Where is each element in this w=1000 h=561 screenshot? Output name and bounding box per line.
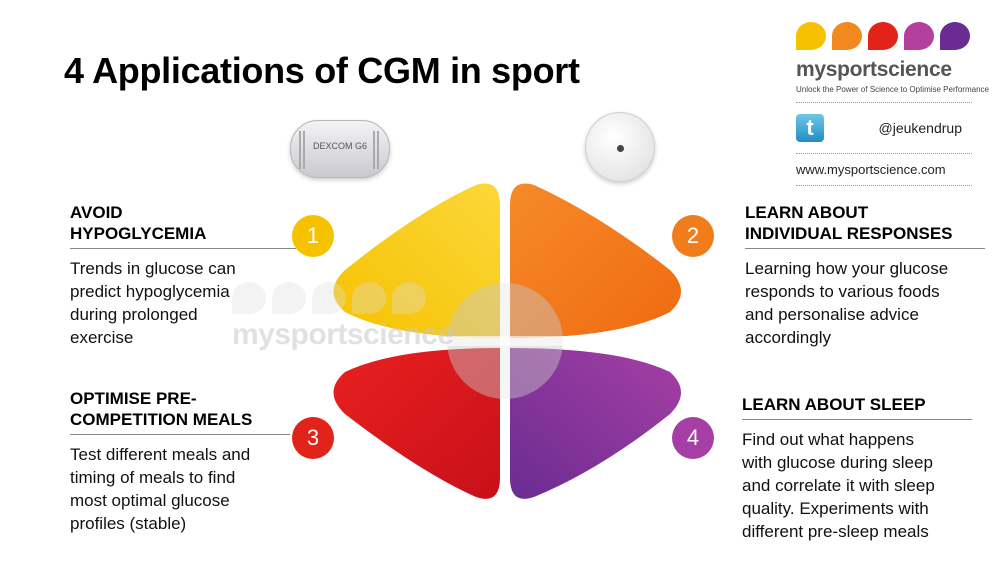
divider (796, 102, 972, 103)
section-individual-responses: LEARN ABOUT INDIVIDUAL RESPONSES Learnin… (745, 202, 985, 349)
petal-red (333, 348, 500, 499)
number-badge-4: 4 (672, 417, 714, 459)
section-body: Learning how your glucose responds to va… (745, 257, 985, 349)
divider (796, 185, 972, 186)
heading-line: COMPETITION MEALS (70, 410, 253, 429)
logo-drop-icon (868, 22, 898, 50)
section-rule (70, 248, 296, 249)
logo-drop-icon (940, 22, 970, 50)
watermark-text: mysportscience (232, 318, 454, 351)
website-link[interactable]: www.mysportscience.com (796, 162, 946, 177)
twitter-handle[interactable]: @jeukendrup (878, 120, 963, 136)
page-title: 4 Applications of CGM in sport (64, 50, 580, 91)
logo-drop-icon (832, 22, 862, 50)
body-line: most optimal glucose (70, 491, 230, 510)
body-line: Learning how your glucose (745, 259, 949, 278)
body-line: quality. Experiments with (742, 499, 929, 518)
petal-purple (510, 348, 681, 499)
body-line: with glucose during sleep (742, 453, 933, 472)
body-line: timing of meals to find (70, 468, 236, 487)
dexcom-label: DEXCOM G6 (313, 141, 368, 151)
watermark-drop-icon (392, 282, 426, 314)
section-heading: LEARN ABOUT INDIVIDUAL RESPONSES (745, 202, 985, 244)
heading-line: LEARN ABOUT (745, 203, 869, 222)
body-line: Trends in glucose can (70, 259, 236, 278)
section-heading: OPTIMISE PRE- COMPETITION MEALS (70, 388, 290, 430)
section-body: Test different meals and timing of meals… (70, 443, 290, 535)
body-line: predict hypoglycemia (70, 282, 230, 301)
body-line: different pre-sleep meals (742, 522, 929, 541)
petal-yellow (333, 183, 500, 338)
dexcom-sensor-image: DEXCOM G6 (290, 120, 390, 178)
brand-name: mysportscience (796, 58, 952, 81)
body-line: responds to various foods (745, 282, 940, 301)
petal-orange (510, 183, 681, 338)
twitter-row[interactable]: t @jeukendrup (796, 111, 972, 145)
watermark-drop-icon (312, 282, 346, 314)
watermark-drops (232, 282, 426, 314)
heading-line: OPTIMISE PRE- (70, 389, 197, 408)
sensor-grip (373, 131, 381, 169)
body-line: and correlate it with sleep (742, 476, 935, 495)
number-badge-3: 3 (292, 417, 334, 459)
sensor-grip (299, 131, 307, 169)
watermark-drop-icon (352, 282, 386, 314)
section-body: Trends in glucose can predict hypoglycem… (70, 257, 296, 349)
section-rule (70, 434, 290, 435)
section-heading: AVOID HYPOGLYCEMIA (70, 202, 296, 244)
section-rule (742, 419, 972, 420)
watermark-drop-icon (272, 282, 306, 314)
body-line: Find out what happens (742, 430, 915, 449)
section-heading: LEARN ABOUT SLEEP (742, 394, 972, 415)
libre-sensor-dot (617, 145, 624, 152)
divider (796, 153, 972, 154)
libre-sensor-image (585, 112, 655, 182)
section-avoid-hypoglycemia: AVOID HYPOGLYCEMIA Trends in glucose can… (70, 202, 296, 349)
section-body: Find out what happens with glucose durin… (742, 428, 972, 543)
brand-tagline: Unlock the Power of Science to Optimise … (796, 85, 989, 94)
number-badge-2: 2 (672, 215, 714, 257)
body-line: during prolonged (70, 305, 198, 324)
section-rule (745, 248, 985, 249)
body-line: exercise (70, 328, 134, 347)
heading-line: LEARN ABOUT SLEEP (742, 395, 926, 414)
brand-logo-drops (796, 22, 972, 50)
number-badge-1: 1 (292, 215, 334, 257)
section-pre-competition-meals: OPTIMISE PRE- COMPETITION MEALS Test dif… (70, 388, 290, 535)
heading-line: HYPOGLYCEMIA (70, 224, 207, 243)
heading-line: INDIVIDUAL RESPONSES (745, 224, 953, 243)
section-learn-about-sleep: LEARN ABOUT SLEEP Find out what happens … (742, 394, 972, 543)
heading-line: AVOID (70, 203, 123, 222)
center-cross-v (500, 280, 510, 402)
body-line: Test different meals and (70, 445, 251, 464)
watermark-drop-icon (232, 282, 266, 314)
brand-block: mysportscience Unlock the Power of Scien… (796, 22, 989, 194)
logo-drop-icon (796, 22, 826, 50)
twitter-icon[interactable]: t (796, 114, 824, 142)
body-line: profiles (stable) (70, 514, 187, 533)
logo-drop-icon (904, 22, 934, 50)
body-line: and personalise advice (745, 305, 919, 324)
body-line: accordingly (745, 328, 831, 347)
